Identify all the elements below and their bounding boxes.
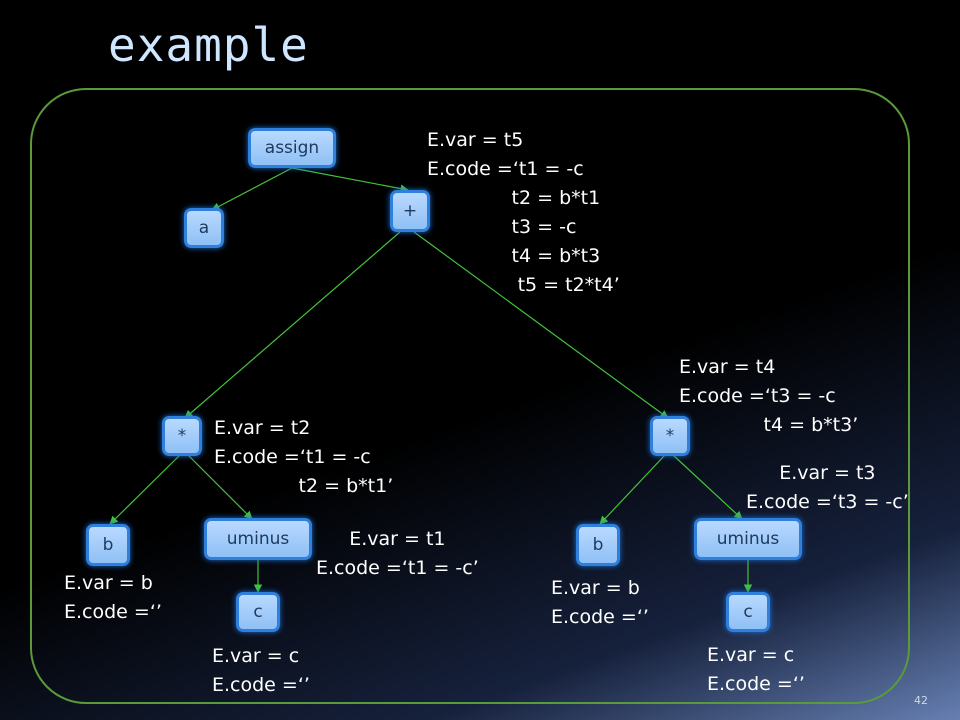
- node-a: a: [184, 208, 224, 248]
- node-assign: assign: [248, 128, 336, 168]
- edge-mul-right-b: [599, 454, 666, 525]
- edge-plus-mul-left: [184, 231, 401, 419]
- node-uminus-right: uminus: [694, 518, 802, 560]
- node-uminus-left: uminus: [204, 518, 312, 560]
- edge-mul-left-b: [109, 454, 181, 525]
- label-plus-attributes: E.var = t5 E.code =‘t1 = -c t2 = b*t1 t3…: [427, 129, 620, 296]
- node-b-right: b: [576, 524, 620, 566]
- slide-title: example: [108, 18, 309, 72]
- label-uminus-left-attributes: E.var = t1 E.code =‘t1 = -c’: [316, 528, 479, 579]
- label-b-right-attributes: E.var = b E.code =‘’: [551, 577, 649, 628]
- label-mul-right-attributes: E.var = t4 E.code =‘t3 = -c t4 = b*t3’: [679, 356, 859, 436]
- node-mul-right: *: [650, 416, 690, 456]
- label-uminus-right-attributes: E.var = t3 E.code =‘t3 = -c’: [746, 462, 909, 513]
- label-mul-left-attributes: E.var = t2 E.code =‘t1 = -c t2 = b*t1’: [214, 417, 394, 497]
- node-c-right: c: [726, 592, 770, 632]
- label-c-left-attributes: E.var = c E.code =‘’: [212, 645, 310, 696]
- node-c-left: c: [236, 592, 280, 632]
- edge-assign-a: [211, 167, 293, 211]
- node-plus: +: [390, 190, 430, 232]
- label-b-left-attributes: E.var = b E.code =‘’: [64, 572, 162, 623]
- edge-mul-right-uminus: [672, 454, 743, 520]
- page-number: 42: [914, 694, 928, 707]
- edge-mul-left-uminus: [187, 454, 253, 520]
- node-b-left: b: [86, 524, 130, 566]
- diagram-frame: [30, 88, 910, 704]
- node-mul-left: *: [162, 416, 202, 456]
- label-c-right-attributes: E.var = c E.code =‘’: [707, 644, 805, 695]
- edge-assign-plus: [291, 167, 409, 193]
- edge-plus-mul-right: [413, 231, 669, 419]
